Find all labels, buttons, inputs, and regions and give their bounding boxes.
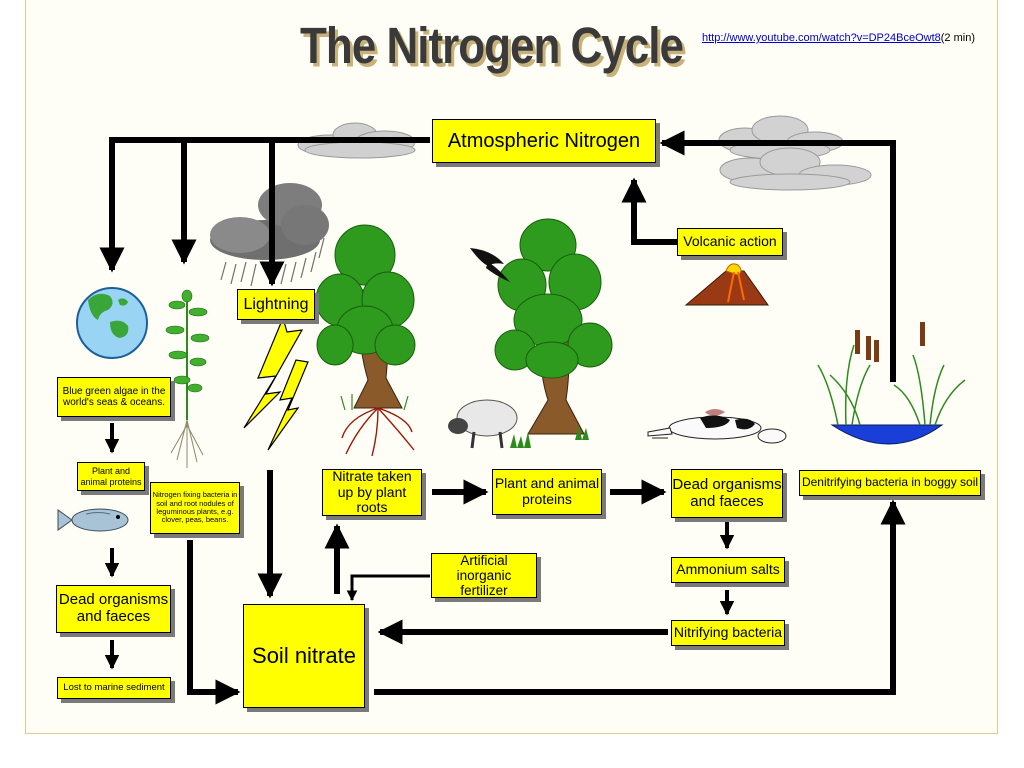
nitrate-taken-up-box: Nitrate taken up by plant roots [322,468,422,516]
video-link[interactable]: http://www.youtube.com/watch?v=DP24BceOw… [702,32,941,44]
lightning-box: Lightning [237,289,315,320]
lightning-bolt-icon [243,316,309,451]
volcano-icon [684,263,769,306]
arrow-atmosphere-to-globe [99,137,430,273]
dead-organisms-right-box: Dead organisms and faeces [671,469,783,518]
soil-nitrate-box: Soil nitrate [243,604,365,708]
fish-icon [57,508,129,532]
arrow-soil-to-denitrifying [374,499,906,695]
video-link-line: http://www.youtube.com/watch?v=DP24BceOw… [702,32,975,44]
bog-reeds-icon [817,322,966,445]
seedling-icon [165,289,210,468]
lost-to-marine-sediment-box: Lost to marine sediment [57,677,171,699]
dead-organisms-left-box: Dead organisms and faeces [56,585,171,633]
cow-icon [647,409,787,444]
plant-animal-proteins-center-box: Plant and animal proteins [492,469,602,515]
cloud-icon [718,115,872,191]
ammonium-salts-box: Ammonium salts [671,557,785,583]
sheep-icon [448,399,589,449]
bird-icon [470,248,510,282]
nitrogen-fixing-bacteria-box: Nitrogen fixing bacteria in soil and roo… [150,482,240,534]
artificial-fertilizer-box: Artificial inorganic fertilizer [431,553,537,598]
atmospheric-nitrogen-box: Atmospheric Nitrogen [432,119,656,163]
video-duration: (2 min) [940,32,975,44]
blue-green-algae-box: Blue green algae in the world's seas & o… [57,377,171,417]
page-title: The Nitrogen Cycle [300,18,684,75]
nitrifying-bacteria-box: Nitrifying bacteria [671,620,785,646]
arrow-volcanic-to-atmosphere [621,177,678,245]
plant-animal-proteins-left-box: Plant and animal proteins [77,462,145,491]
arrow-bacteria-to-soil [187,540,241,705]
arrow-bog-to-atmosphere [659,130,896,382]
tree-icon [315,224,416,457]
arrow-fertilizer-to-soil [346,574,430,602]
denitrifying-bacteria-box: Denitrifying bacteria in boggy soil [799,470,981,496]
tree-icon [494,218,613,435]
globe-icon [76,287,148,359]
volcanic-action-box: Volcanic action [677,228,783,256]
